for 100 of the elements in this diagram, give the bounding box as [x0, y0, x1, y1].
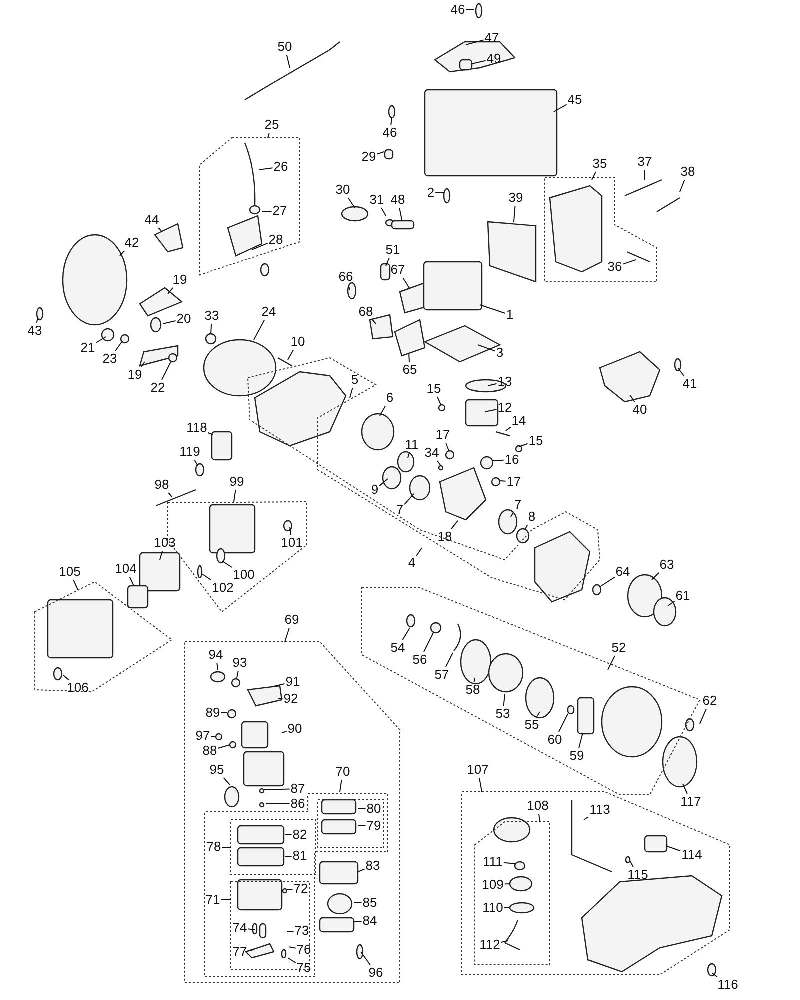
- leader-line: [451, 520, 458, 530]
- callout-number: 57: [434, 668, 450, 682]
- callout-number: 42: [124, 236, 140, 250]
- callout-number: 100: [233, 568, 255, 582]
- leader-line: [140, 362, 146, 368]
- leader-line: [554, 104, 568, 112]
- callout-number: 52: [612, 641, 626, 655]
- callout-number: 23: [102, 352, 118, 366]
- leader-line: [372, 320, 376, 324]
- callout-number: 102: [212, 581, 234, 595]
- callout-number: 28: [268, 233, 284, 247]
- leader-line: [381, 208, 386, 216]
- callout-number: 106: [67, 681, 89, 695]
- callout-number: 33: [204, 309, 220, 323]
- callout-number: 37: [638, 155, 652, 169]
- callout-number: 45: [568, 93, 582, 107]
- leader-line: [500, 480, 506, 482]
- leader-line: [504, 884, 510, 885]
- leader-line: [348, 198, 356, 208]
- callout-number: 70: [336, 765, 350, 779]
- leader-line: [408, 352, 410, 362]
- leader-line: [682, 784, 688, 794]
- leader-line: [284, 628, 290, 642]
- leader-line: [290, 526, 292, 536]
- callout-number: 74: [232, 921, 248, 935]
- leader-line: [402, 278, 410, 290]
- leader-line: [162, 362, 172, 380]
- callout-number: 27: [272, 204, 288, 218]
- callout-number: 116: [718, 978, 738, 992]
- callout-number: 94: [208, 648, 224, 662]
- leader-line: [129, 576, 134, 586]
- leader-line: [268, 132, 270, 138]
- leader-line: [474, 678, 476, 682]
- callout-number: 111: [483, 855, 503, 869]
- callout-number: 19: [172, 273, 188, 287]
- leader-line: [210, 324, 212, 334]
- callout-number: 77: [232, 945, 248, 959]
- leader-line: [286, 889, 294, 890]
- callout-number: 89: [206, 706, 220, 720]
- callout-number: 15: [528, 434, 544, 448]
- callout-number: 44: [144, 213, 160, 227]
- callout-number: 69: [284, 613, 300, 627]
- leader-line: [600, 576, 616, 588]
- callout-number: 2: [427, 186, 435, 200]
- callout-number: 13: [498, 375, 512, 389]
- callout-number: 113: [590, 803, 610, 817]
- leader-line: [223, 778, 230, 786]
- leader-line: [558, 714, 568, 732]
- leader-line: [216, 662, 218, 670]
- leader-line: [288, 958, 296, 964]
- leader-line: [503, 694, 506, 706]
- leader-line: [208, 432, 214, 436]
- callout-number: 105: [59, 565, 81, 579]
- callout-number: 78: [206, 840, 222, 854]
- callout-number: 93: [232, 656, 248, 670]
- leader-line: [284, 834, 292, 836]
- callout-number: 115: [628, 868, 648, 882]
- leader-line: [608, 656, 616, 670]
- callout-number: 81: [292, 849, 308, 863]
- leader-line: [115, 342, 122, 352]
- callout-number: 9: [371, 483, 379, 497]
- callout-number: 17: [506, 475, 522, 489]
- callout-number: 107: [467, 763, 489, 777]
- leader-line: [264, 788, 290, 790]
- leader-line: [480, 304, 506, 314]
- leader-line: [399, 208, 402, 220]
- leader-line: [680, 180, 686, 192]
- leader-line: [236, 670, 239, 678]
- leader-line: [402, 628, 410, 640]
- leader-line: [160, 550, 164, 560]
- leader-line: [380, 406, 386, 416]
- callout-number: 91: [286, 675, 300, 689]
- leader-line: [435, 192, 444, 194]
- leader-line: [538, 814, 540, 822]
- callout-number: 114: [682, 848, 702, 862]
- leader-line: [234, 490, 236, 502]
- leader-line: [62, 674, 70, 680]
- leader-line: [514, 206, 516, 222]
- leader-line: [478, 344, 496, 352]
- leader-line: [288, 350, 294, 360]
- leader-line: [254, 320, 266, 340]
- leader-line: [488, 383, 498, 386]
- callout-number: 18: [438, 530, 452, 544]
- leader-line: [666, 846, 682, 852]
- callout-number: 84: [362, 914, 378, 928]
- leader-line: [354, 921, 362, 922]
- leader-line: [358, 808, 366, 810]
- leader-line: [379, 478, 388, 487]
- callout-number: 66: [338, 270, 354, 284]
- callout-number: 40: [632, 403, 648, 417]
- callout-number: 15: [426, 382, 442, 396]
- callout-number: 90: [288, 722, 302, 736]
- leader-line: [202, 574, 212, 581]
- leader-line: [524, 524, 528, 530]
- leader-line: [386, 258, 390, 266]
- callout-number: 119: [180, 445, 200, 459]
- callout-number: 62: [702, 694, 718, 708]
- leader-line: [376, 152, 384, 155]
- callout-number: 92: [284, 692, 298, 706]
- callout-number: 110: [482, 901, 504, 915]
